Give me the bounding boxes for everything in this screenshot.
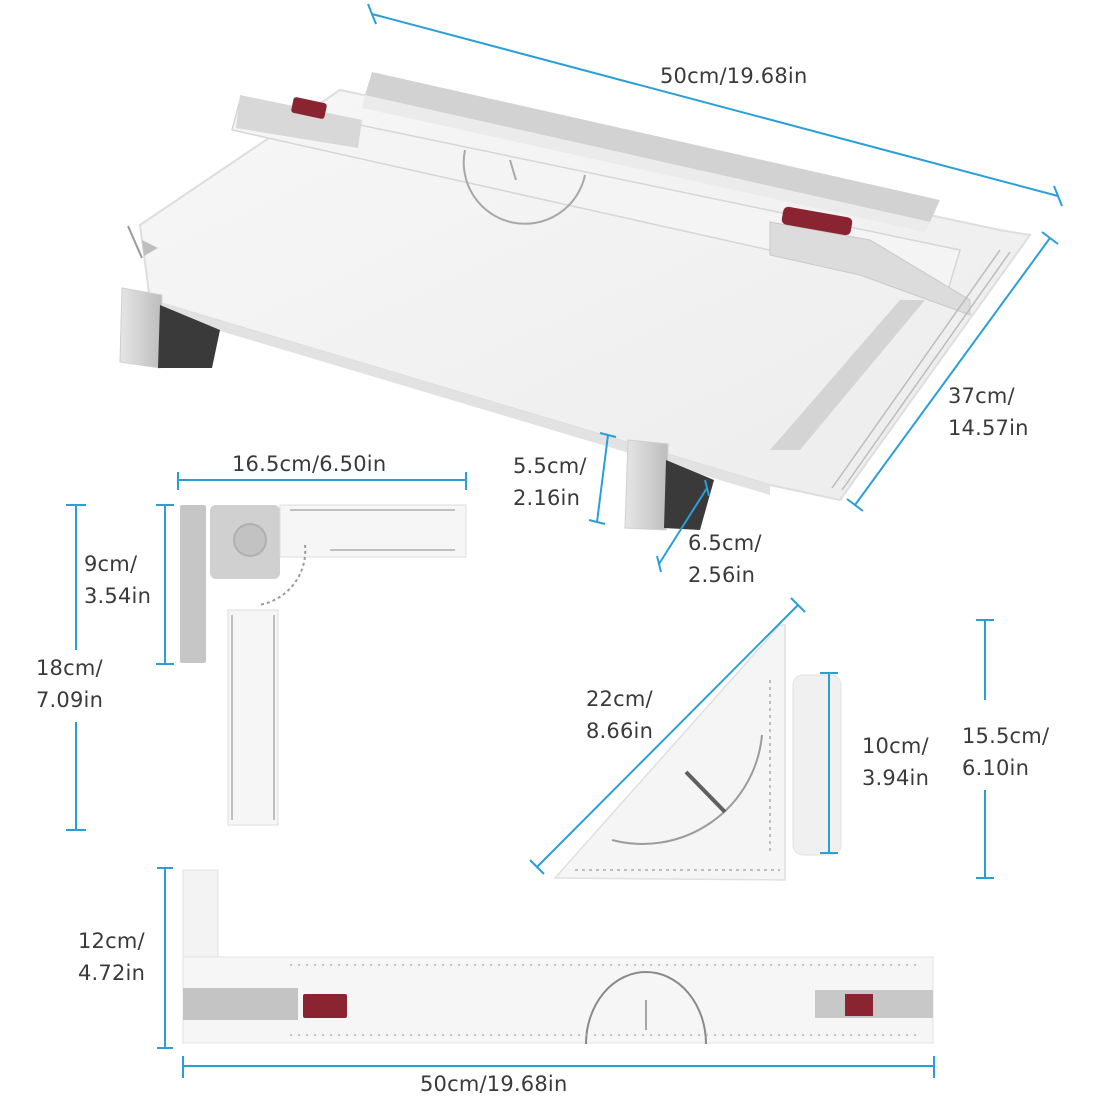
angle-ruler xyxy=(180,504,467,826)
leg-height-label: 5.5cm/ 2.16in xyxy=(513,450,587,514)
board-dimension-lines xyxy=(367,3,1063,573)
set-square-total-height-label: 15.5cm/ 6.10in xyxy=(962,720,1049,784)
board-protractor xyxy=(462,149,586,225)
leg-height-cm: 5.5cm/ xyxy=(513,454,587,478)
parallel-ruler-right-clamp xyxy=(845,994,873,1016)
board-depth-in: 14.57in xyxy=(948,416,1029,440)
parallel-ruler-height-label: 12cm/ 4.72in xyxy=(78,925,145,989)
angle-ruler-total-height-in: 7.09in xyxy=(36,688,104,712)
set-square-handle-height-in: 3.94in xyxy=(862,766,930,790)
angle-ruler-dimension-lines xyxy=(66,472,467,831)
board-leg-right xyxy=(624,439,714,531)
set-square xyxy=(553,624,842,881)
angle-ruler-knob xyxy=(233,523,267,557)
set-square-handle-height-cm: 10cm/ xyxy=(862,734,929,758)
angle-ruler-total-height-label: 18cm/ 7.09in xyxy=(36,652,103,716)
set-square-hypotenuse-label: 22cm/ 8.66in xyxy=(586,683,653,747)
board-width-line xyxy=(371,13,1059,197)
angle-ruler-horizontal-arm xyxy=(279,504,467,558)
parallel-ruler-height-in: 4.72in xyxy=(78,961,146,985)
right-clamp-button xyxy=(781,206,853,236)
leg-depth-in: 2.56in xyxy=(688,563,756,587)
set-square-hypotenuse-in: 8.66in xyxy=(586,719,654,743)
angle-ruler-clamp-height-cm: 9cm/ xyxy=(84,552,138,576)
leg-depth-line xyxy=(658,487,708,565)
board-width-text: 50cm/19.68in xyxy=(660,64,808,88)
board-width-label: 50cm/19.68in xyxy=(660,60,807,92)
angle-ruler-clamp-height-in: 3.54in xyxy=(84,584,152,608)
side-rail xyxy=(770,300,925,450)
left-clamp-button xyxy=(291,97,327,119)
angle-ruler-width-label: 16.5cm/6.50in xyxy=(232,448,386,480)
parallel-ruler-width-label: 50cm/19.68in xyxy=(420,1068,567,1100)
parallel-ruler-protractor xyxy=(585,971,707,1045)
drawing-board xyxy=(119,72,1032,531)
leg-height-line xyxy=(596,434,609,523)
board-depth-line xyxy=(854,237,1051,506)
top-rail xyxy=(365,72,940,222)
leg-depth-label: 6.5cm/ 2.56in xyxy=(688,527,762,591)
board-depth-cm: 37cm/ xyxy=(948,384,1015,408)
angle-ruler-clamp-height-label: 9cm/ 3.54in xyxy=(84,548,151,612)
parallel-ruler-left-clamp xyxy=(303,994,347,1018)
board-depth-label: 37cm/ 14.57in xyxy=(948,380,1029,444)
angle-ruler-vertical-arm xyxy=(227,609,279,826)
set-square-total-height-cm: 15.5cm/ xyxy=(962,724,1050,748)
leg-depth-cm: 6.5cm/ xyxy=(688,531,762,555)
set-square-protractor xyxy=(611,734,763,845)
angle-ruler-width-text: 16.5cm/6.50in xyxy=(232,452,387,476)
leg-height-in: 2.16in xyxy=(513,486,581,510)
right-clamp xyxy=(769,221,971,316)
parallel-ruler-width-text: 50cm/19.68in xyxy=(420,1072,568,1096)
angle-ruler-clamp xyxy=(180,505,206,663)
parallel-ruler xyxy=(182,869,934,1045)
board-leg-left xyxy=(119,287,220,369)
parallel-ruler-height-cm: 12cm/ xyxy=(78,929,145,953)
set-square-dimension-lines xyxy=(529,597,994,879)
set-square-hypotenuse-cm: 22cm/ xyxy=(586,687,653,711)
set-square-total-height-in: 6.10in xyxy=(962,756,1030,780)
set-square-handle xyxy=(792,674,842,856)
set-square-handle-height-label: 10cm/ 3.94in xyxy=(862,730,929,794)
parallel-ruler-dimension-lines xyxy=(157,867,935,1078)
left-clamp xyxy=(236,95,362,148)
angle-ruler-total-height-cm: 18cm/ xyxy=(36,656,103,680)
